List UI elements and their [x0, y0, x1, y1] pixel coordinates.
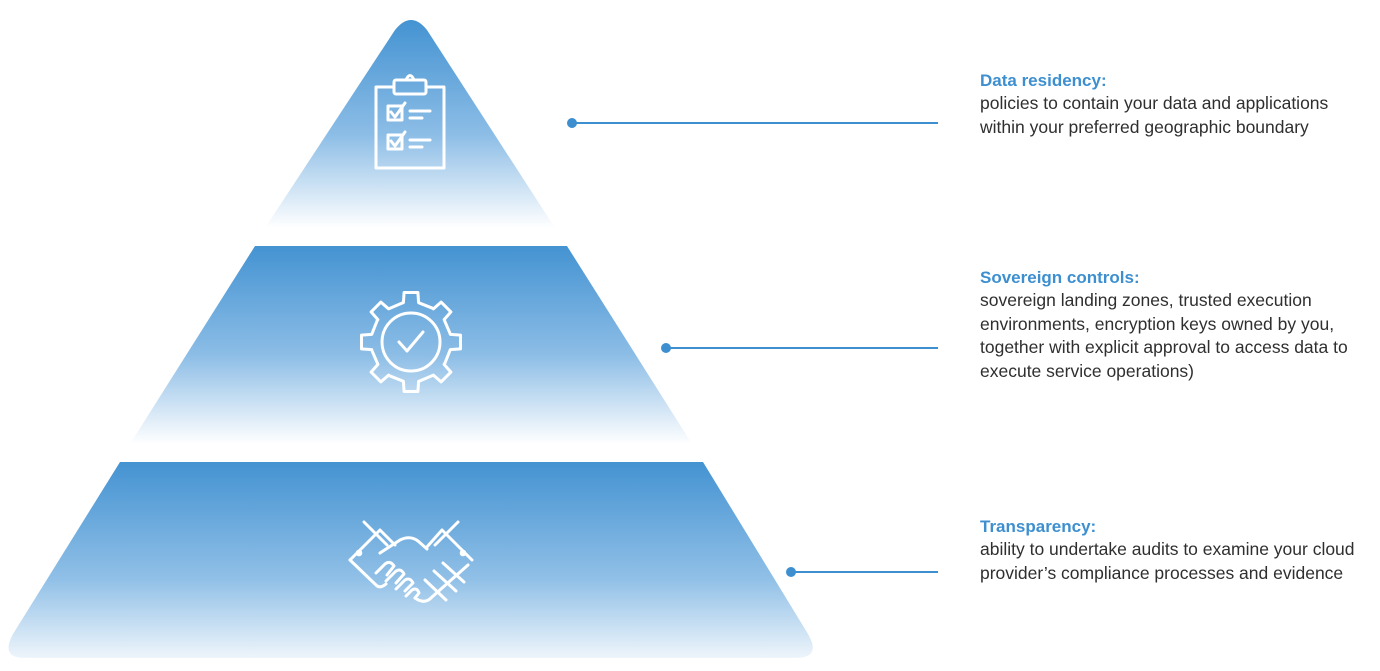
pyramid-tier-top [265, 20, 555, 228]
tier-middle-description: sovereign landing zones, trusted executi… [980, 290, 1348, 381]
connector-bottom [786, 567, 938, 577]
connector-dot-top [567, 118, 577, 128]
pyramid-tier-bottom [8, 462, 813, 658]
handshake-icon [348, 520, 474, 603]
tier-middle-text: Sovereign controls: sovereign landing zo… [980, 267, 1375, 383]
tier-bottom-shape [8, 462, 813, 658]
gear-check-icon [360, 291, 462, 393]
tier-bottom-title: Transparency: [980, 517, 1097, 536]
tier-bottom-description: ability to undertake audits to examine y… [980, 539, 1355, 583]
connector-dot-bottom [786, 567, 796, 577]
tier-bottom-text: Transparency: ability to undertake audit… [980, 516, 1375, 585]
clipboard-checklist-icon [374, 74, 446, 170]
connector-dot-middle [661, 343, 671, 353]
tier-top-title: Data residency: [980, 71, 1107, 90]
tier-top-description: policies to contain your data and applic… [980, 93, 1329, 137]
tier-top-text: Data residency: policies to contain your… [980, 70, 1375, 139]
tier-middle-title: Sovereign controls: [980, 268, 1140, 287]
connector-middle [661, 343, 938, 353]
connector-top [567, 118, 938, 128]
tier-top-shape [265, 20, 555, 228]
